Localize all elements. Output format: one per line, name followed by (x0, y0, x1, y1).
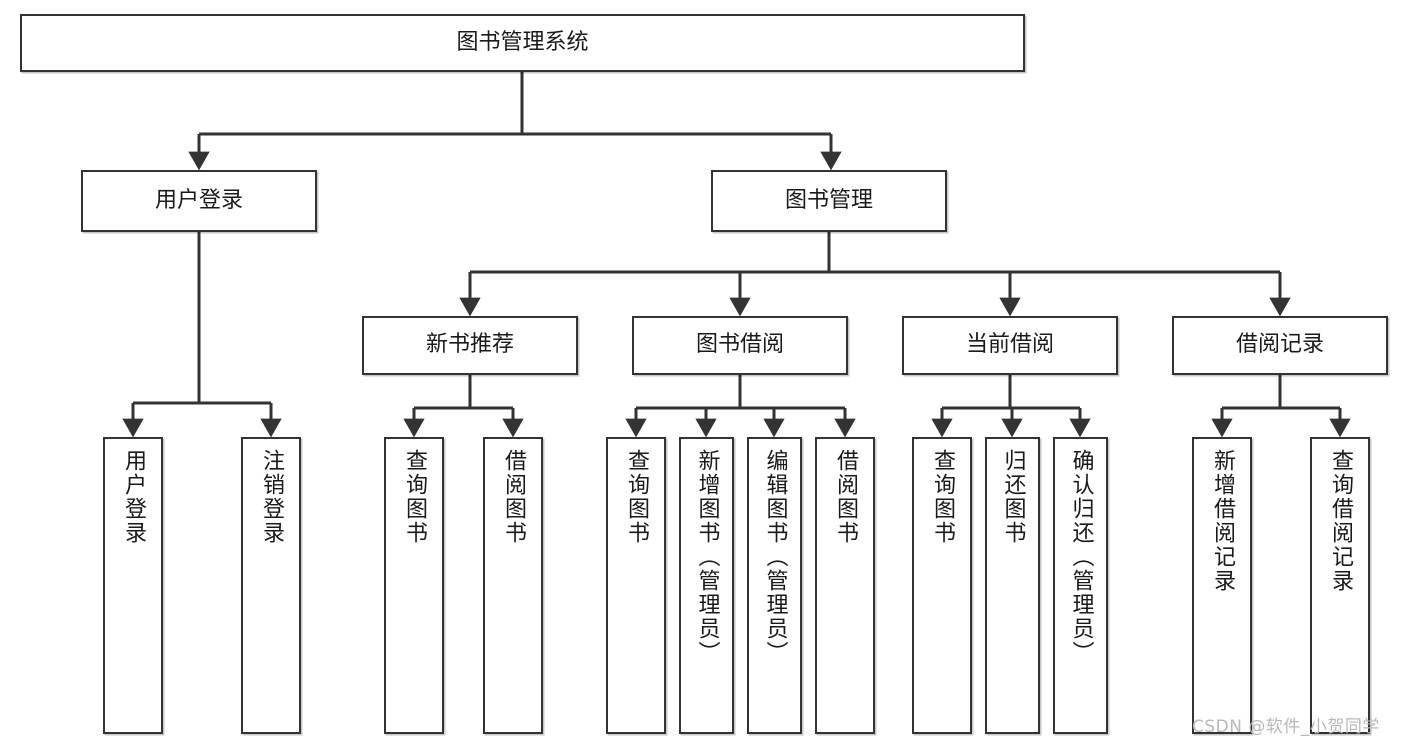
node-leaf-borrow-book-2[interactable]: 借阅图书 (815, 437, 875, 734)
node-leaf-edit-book[interactable]: 编辑图书（管理员） (747, 437, 802, 734)
node-leaf-add-book[interactable]: 新增图书（管理员） (679, 437, 734, 734)
node-leaf-query-record-label: 查询借阅记录 (1328, 449, 1353, 593)
node-book-borrow-label: 图书借阅 (695, 332, 784, 358)
node-leaf-query-book-2-label: 查询图书 (624, 449, 649, 545)
node-root-label: 图书管理系统 (456, 29, 589, 55)
node-user-login[interactable]: 用户登录 (81, 170, 317, 232)
node-leaf-query-record[interactable]: 查询借阅记录 (1310, 437, 1370, 734)
node-leaf-add-record[interactable]: 新增借阅记录 (1192, 437, 1252, 734)
node-leaf-query-book-3[interactable]: 查询图书 (912, 437, 972, 734)
node-borrow-record[interactable]: 借阅记录 (1172, 316, 1388, 375)
node-leaf-add-book-label: 新增图书（管理员） (694, 449, 720, 665)
node-new-book-rec[interactable]: 新书推荐 (362, 316, 578, 375)
node-current-borrow[interactable]: 当前借阅 (902, 316, 1118, 375)
node-leaf-logout[interactable]: 注销登录 (241, 437, 301, 734)
node-book-borrow[interactable]: 图书借阅 (632, 316, 848, 375)
node-new-book-rec-label: 新书推荐 (425, 332, 514, 358)
node-leaf-borrow-book-1[interactable]: 借阅图书 (483, 437, 543, 734)
node-leaf-query-book-1-label: 查询图书 (402, 449, 427, 545)
watermark-text: CSDN @软件_小贺同学 (1192, 717, 1380, 737)
node-leaf-add-record-label: 新增借阅记录 (1210, 449, 1235, 593)
node-borrow-record-label: 借阅记录 (1235, 332, 1324, 358)
node-leaf-query-book-3-label: 查询图书 (930, 449, 955, 545)
node-user-login-label: 用户登录 (154, 187, 243, 213)
node-leaf-query-book-2[interactable]: 查询图书 (606, 437, 666, 734)
node-leaf-borrow-book-2-label: 借阅图书 (833, 449, 858, 545)
node-leaf-borrow-book-1-label: 借阅图书 (501, 449, 526, 545)
node-leaf-return-book-label: 归还图书 (1000, 449, 1026, 545)
node-leaf-confirm-return[interactable]: 确认归还（管理员） (1053, 437, 1108, 734)
node-book-manage[interactable]: 图书管理 (711, 170, 947, 232)
node-leaf-logout-label: 注销登录 (259, 449, 284, 545)
node-leaf-query-book-1[interactable]: 查询图书 (384, 437, 444, 734)
node-root[interactable]: 图书管理系统 (20, 14, 1025, 72)
node-leaf-edit-book-label: 编辑图书（管理员） (762, 449, 788, 665)
node-current-borrow-label: 当前借阅 (965, 332, 1054, 358)
node-leaf-confirm-return-label: 确认归还（管理员） (1068, 449, 1094, 665)
node-leaf-user-login[interactable]: 用户登录 (103, 437, 163, 734)
node-leaf-return-book[interactable]: 归还图书 (985, 437, 1040, 734)
node-book-manage-label: 图书管理 (784, 187, 873, 213)
node-leaf-user-login-label: 用户登录 (121, 449, 146, 545)
